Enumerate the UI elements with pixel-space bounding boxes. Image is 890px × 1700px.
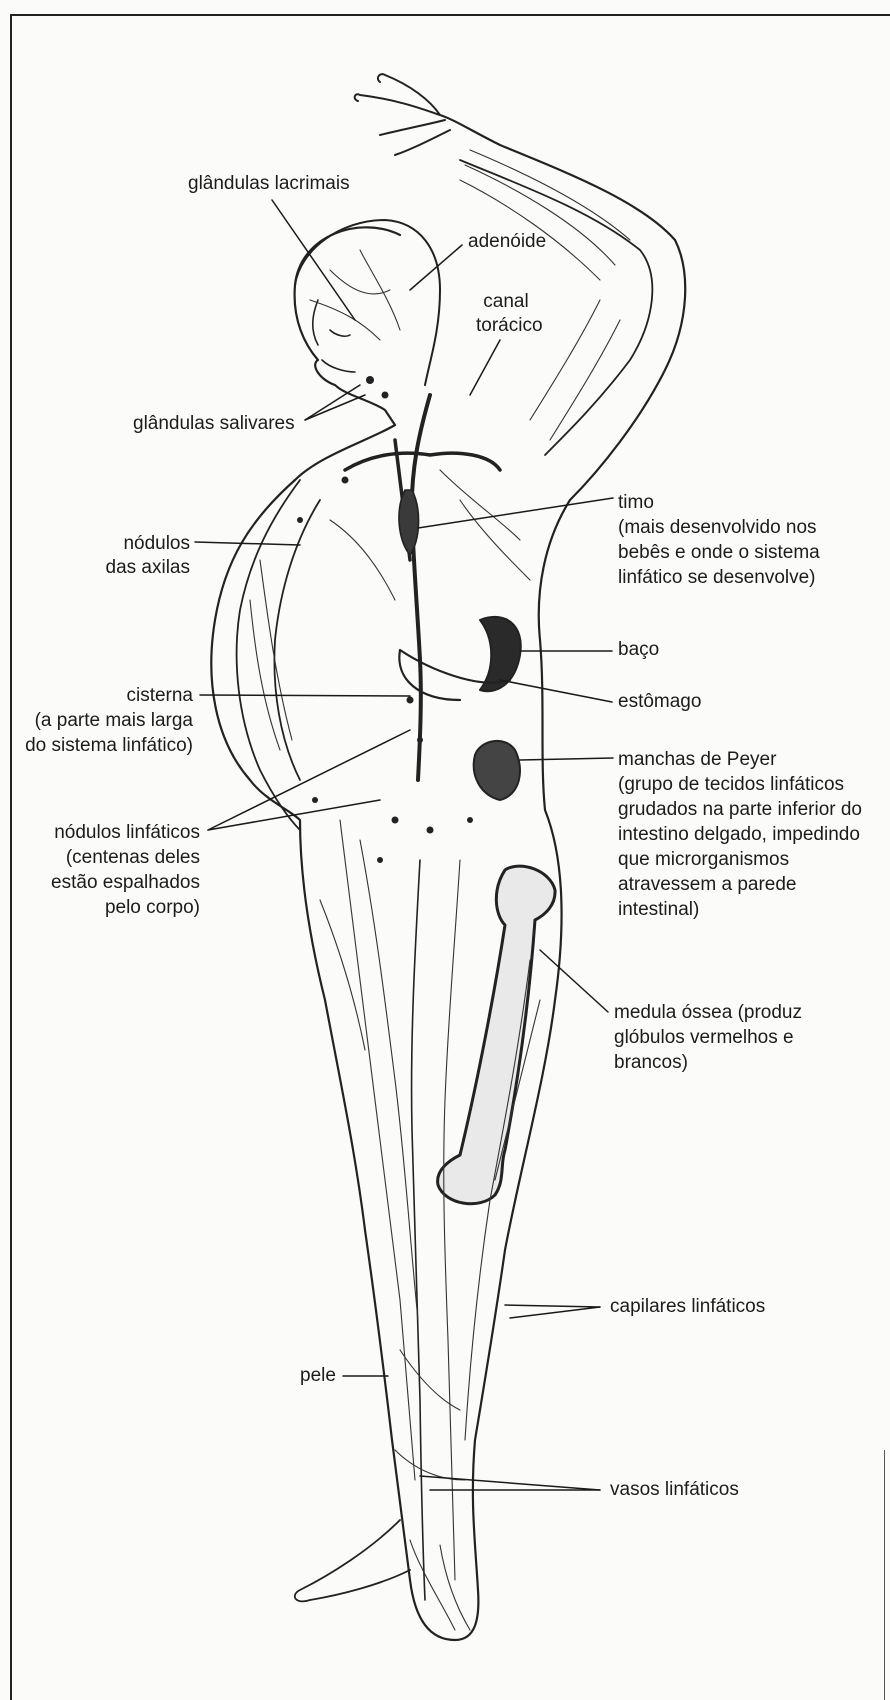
label-glandulas-salivares: glândulas salivares [133,412,295,436]
lymphatic-vessel-network [250,150,630,1630]
label-vasos-linfaticos: vasos linfáticos [610,1478,739,1502]
label-nodulos-linfaticos: nódulos linfáticos (centenas deles estão… [20,820,200,920]
label-cisterna: cisterna (a parte mais larga do sistema … [5,683,193,758]
lymph-nodes [297,376,473,863]
label-manchas-peyer-line7: intestinal) [618,897,862,922]
femur [438,866,555,1204]
label-medula-ossea-line1: medula óssea (produz [614,1000,802,1025]
label-nodulos-linfaticos-line2: (centenas deles [20,845,200,870]
leader-lines [195,200,613,1490]
peyer-patches [474,741,520,800]
raised-hand [355,74,450,155]
label-canal-toracico-line1: canal [476,290,536,314]
label-timo-line1: timo [618,490,820,515]
label-canal-toracico-line2: torácico [476,314,536,338]
label-nodulos-axilas-line2: das axilas [90,556,190,580]
label-cisterna-line3: do sistema linfático) [5,733,193,758]
label-estomago: estômago [618,690,701,714]
label-nodulos-linfaticos-line3: estão espalhados [20,870,200,895]
label-cisterna-line1: cisterna [5,683,193,708]
label-nodulos-linfaticos-line4: pelo corpo) [20,895,200,920]
label-timo-line2: (mais desenvolvido nos [618,515,820,540]
body-outline [211,115,685,1640]
label-nodulos-axilas: nódulos das axilas [90,532,190,580]
label-manchas-peyer: manchas de Peyer (grupo de tecidos linfá… [618,747,862,922]
label-capilares-linfaticos: capilares linfáticos [610,1295,765,1319]
back-foot [295,1520,410,1601]
label-adenoide: adenóide [468,230,546,254]
label-medula-ossea-line2: glóbulos vermelhos e [614,1025,802,1050]
label-glandulas-lacrimais: glândulas lacrimais [188,172,350,196]
label-nodulos-axilas-line1: nódulos [90,532,190,556]
label-manchas-peyer-line6: atravessem a parede [618,872,862,897]
label-manchas-peyer-line5: que microrganismos [618,847,862,872]
label-manchas-peyer-line1: manchas de Peyer [618,747,862,772]
label-cisterna-line2: (a parte mais larga [5,708,193,733]
label-timo-line4: linfático se desenvolve) [618,565,820,590]
label-manchas-peyer-line4: intestino delgado, impedindo [618,822,862,847]
label-timo: timo (mais desenvolvido nos bebês e onde… [618,490,820,590]
thymus [399,490,419,555]
label-medula-ossea: medula óssea (produz glóbulos vermelhos … [614,1000,802,1075]
label-medula-ossea-line3: brancos) [614,1050,802,1075]
subclavian-vessels [345,440,500,560]
label-timo-line3: bebês e onde o sistema [618,540,820,565]
label-manchas-peyer-line3: grudados na parte inferior do [618,797,862,822]
label-canal-toracico: canal torácico [476,290,536,338]
label-baco: baço [618,638,659,662]
label-pele: pele [300,1364,336,1388]
label-manchas-peyer-line2: (grupo de tecidos linfáticos [618,772,862,797]
leg-inner-line [412,860,425,1600]
label-nodulos-linfaticos-line1: nódulos linfáticos [20,820,200,845]
